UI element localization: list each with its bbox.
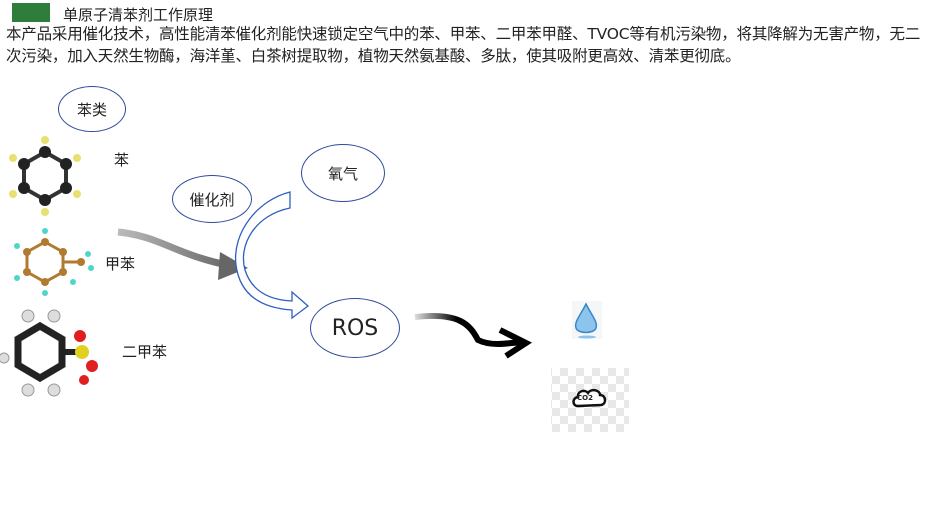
xylene-molecule-icon	[0, 309, 98, 397]
co2-label: CO2	[577, 394, 593, 402]
benzene-class-oval: 苯类	[58, 86, 126, 132]
toluene-molecule-icon	[14, 228, 94, 296]
catalyst-oval: 催化剂	[172, 175, 252, 223]
page-title: 单原子清苯剂工作原理	[63, 6, 214, 24]
xylene-label: 二甲苯	[122, 343, 168, 361]
co2-cloud-icon	[551, 368, 629, 432]
oxygen-to-ros-arrow	[234, 191, 310, 320]
oxygen-oval: 氧气	[301, 144, 385, 202]
title-marker	[12, 3, 50, 22]
ros-to-products-arrow	[414, 312, 533, 359]
benzene-label: 苯	[114, 151, 130, 169]
description-text: 本产品采用催化技术，高性能清苯催化剂能快速锁定空气中的苯、甲苯、二甲苯甲醛、TV…	[6, 25, 921, 65]
benzene-molecule-icon	[9, 136, 81, 216]
ros-oval: ROS	[310, 298, 400, 358]
compounds-to-catalyst-arrow	[117, 228, 248, 280]
water-drop-icon	[572, 301, 602, 339]
toluene-label: 甲苯	[105, 255, 136, 273]
